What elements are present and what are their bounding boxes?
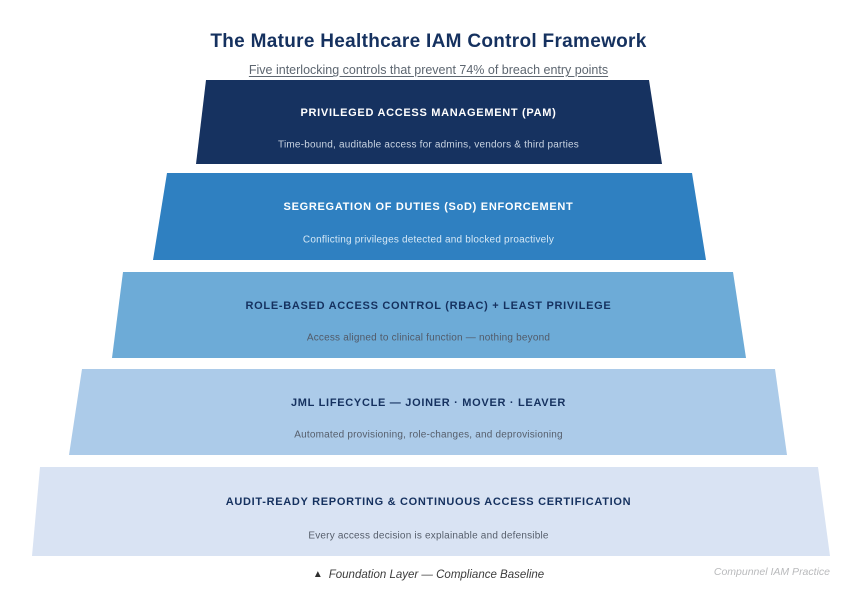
layer-subtitle: Every access decision is explainable and…	[308, 530, 549, 542]
pyramid-layer-jml: JML LIFECYCLE — JOINER · MOVER · LEAVER …	[69, 369, 787, 455]
page-subtitle: Five interlocking controls that prevent …	[248, 63, 609, 77]
layer-title: AUDIT-READY REPORTING & CONTINUOUS ACCES…	[225, 495, 632, 508]
pyramid-layer-audit: AUDIT-READY REPORTING & CONTINUOUS ACCES…	[32, 467, 830, 556]
layer-title: SEGREGATION OF DUTIES (SoD) ENFORCEMENT	[283, 200, 574, 213]
layer-title: PRIVILEGED ACCESS MANAGEMENT (PAM)	[300, 106, 557, 119]
page-title: The Mature Healthcare IAM Control Framew…	[210, 31, 647, 52]
layer-title: JML LIFECYCLE — JOINER · MOVER · LEAVER	[290, 396, 567, 409]
layer-subtitle: Conflicting privileges detected and bloc…	[302, 234, 555, 246]
pyramid-layer-pam: PRIVILEGED ACCESS MANAGEMENT (PAM) Time-…	[196, 80, 662, 164]
triangle-up-icon: ▲	[312, 569, 323, 580]
pyramid-layer-sod: SEGREGATION OF DUTIES (SoD) ENFORCEMENT …	[153, 173, 706, 260]
layer-subtitle: Access aligned to clinical function — no…	[306, 332, 551, 344]
pyramid-layer-rbac: ROLE-BASED ACCESS CONTROL (RBAC) + LEAST…	[112, 272, 746, 358]
foundation-caption: ▲ Foundation Layer — Compliance Baseline	[0, 569, 857, 581]
layer-subtitle: Automated provisioning, role-changes, an…	[294, 429, 563, 441]
brand-credit: Compunnel IAM Practice	[713, 566, 830, 578]
layer-title: ROLE-BASED ACCESS CONTROL (RBAC) + LEAST…	[245, 299, 612, 312]
foundation-caption-text: Foundation Layer — Compliance Baseline	[328, 569, 545, 581]
layer-subtitle: Time-bound, auditable access for admins,…	[278, 139, 579, 151]
